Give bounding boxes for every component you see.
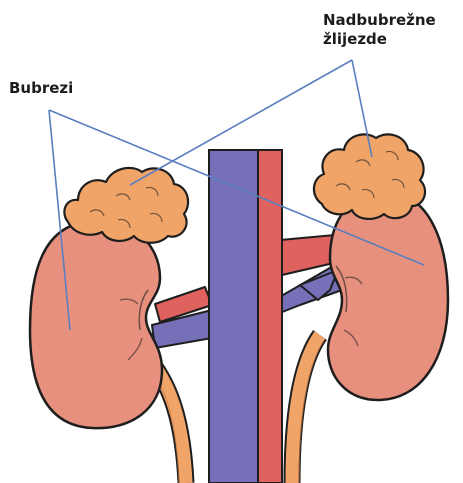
aorta (256, 150, 282, 483)
right-kidney (328, 192, 448, 400)
left-adrenal-gland (64, 168, 188, 243)
adrenal-glands-label-line1: Nadbubrežne (323, 11, 455, 30)
adrenal-glands-label: Nadbubrežne žlijezde (323, 11, 455, 49)
left-kidney (30, 221, 162, 429)
kidneys-label: Bubrezi (9, 79, 73, 98)
right-ureter (292, 335, 324, 483)
vena-cava (209, 150, 258, 483)
adrenal-glands-label-line2: žlijezde (323, 30, 455, 49)
